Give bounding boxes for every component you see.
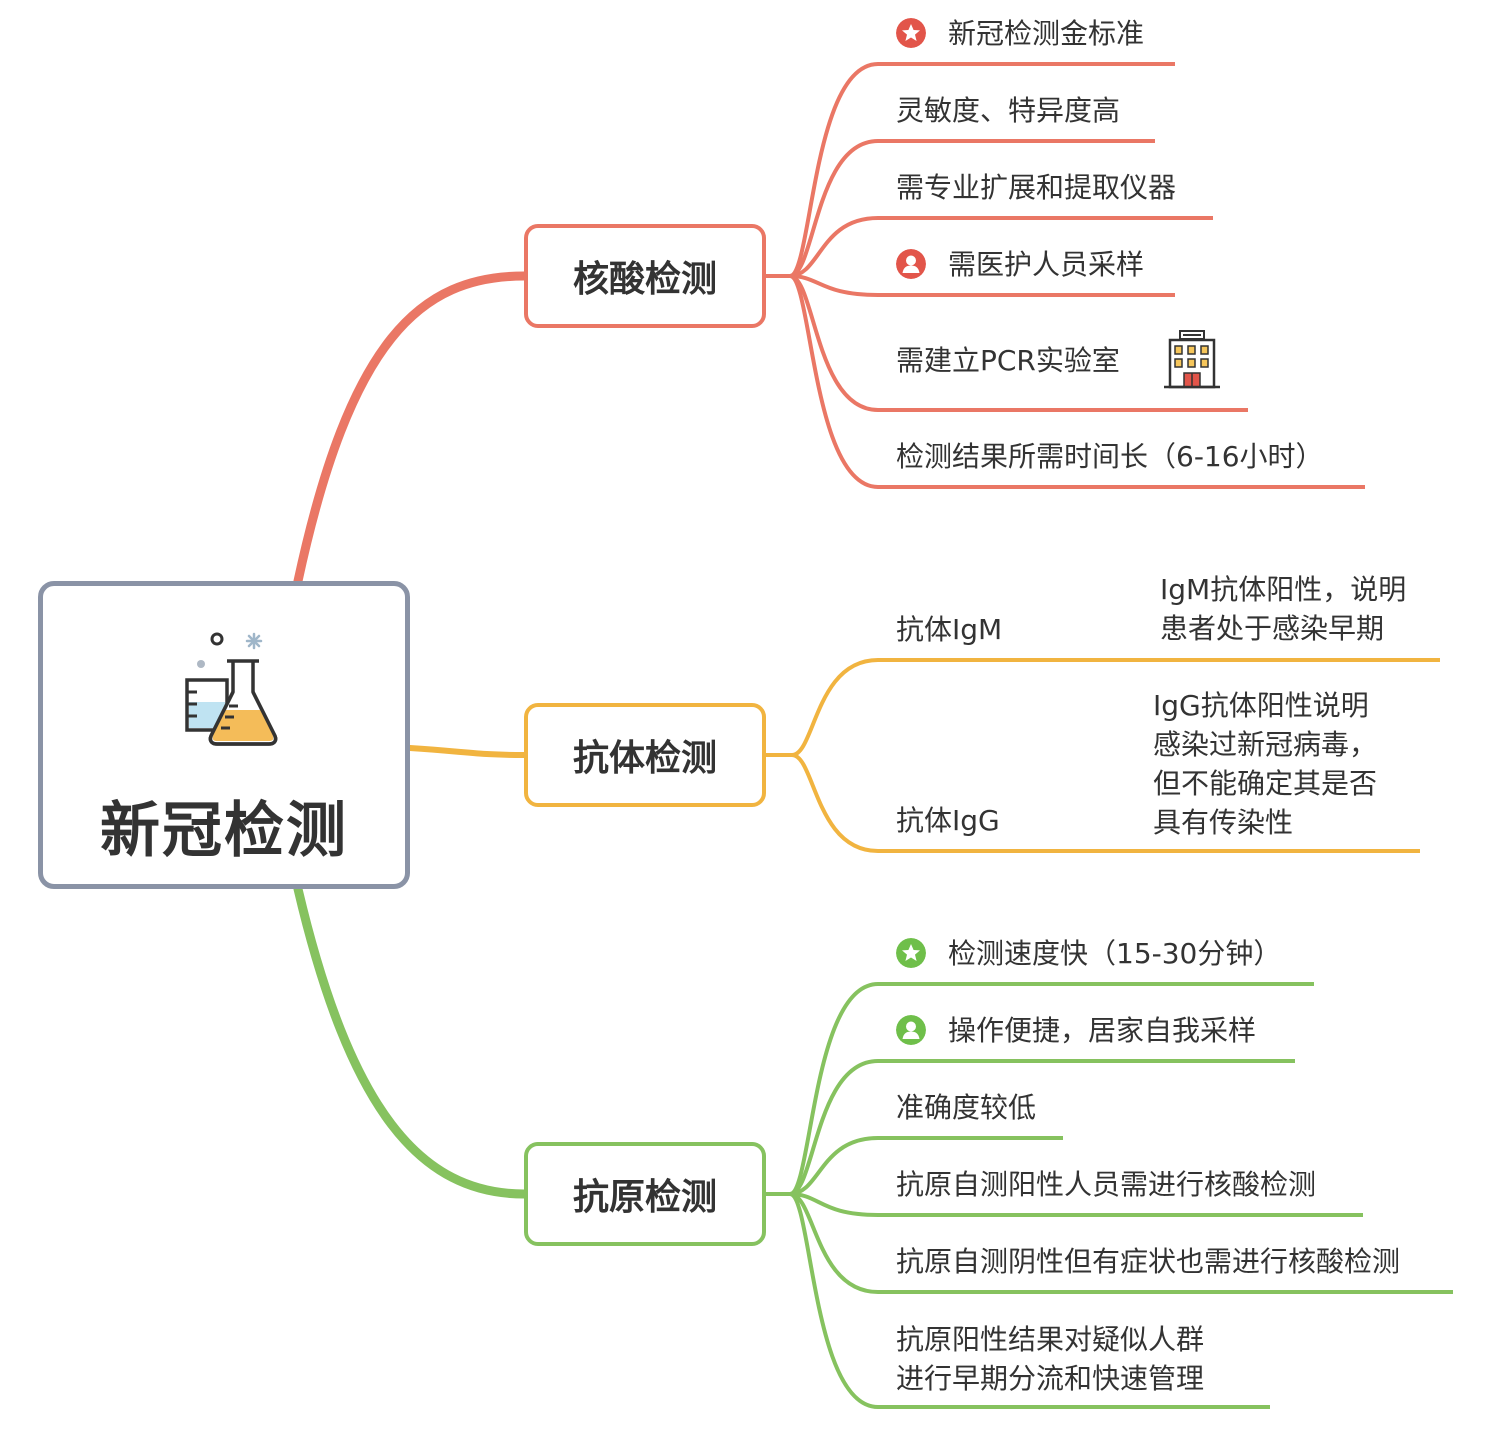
connector-root-antigen	[293, 884, 529, 1199]
leaf-negative-symptoms-nucleic[interactable]: 抗原自测阴性但有症状也需进行核酸检测	[896, 1245, 1401, 1278]
root-node[interactable]: 新冠检测	[38, 581, 410, 889]
leaf-professional-instruments[interactable]: 需专业扩展和提取仪器	[896, 171, 1177, 204]
connectors-antigen	[766, 982, 1453, 1409]
leaf-early-triage-line: 抗原阳性结果对疑似人群	[896, 1323, 1205, 1356]
leaf-home-sampling[interactable]: 操作便捷，居家自我采样	[948, 1014, 1257, 1047]
detail-igg-line: 具有传染性	[1153, 806, 1294, 839]
branch-nucleic-test[interactable]: 核酸检测	[524, 224, 766, 328]
leaf-fast-detection[interactable]: 检测速度快（15-30分钟）	[948, 937, 1282, 970]
connector-root-antibody	[407, 745, 527, 758]
hotel-building-icon	[1164, 330, 1220, 389]
leaf-early-triage[interactable]: 抗原阳性结果对疑似人群 进行早期分流和快速管理	[896, 1320, 1204, 1398]
person-badge-icon	[896, 1015, 926, 1045]
branch-antibody-test[interactable]: 抗体检测	[524, 703, 766, 807]
detail-igm[interactable]: IgM抗体阳性，说明 患者处于感染早期	[1160, 570, 1406, 648]
detail-igg-line: 感染过新冠病毒，	[1153, 728, 1378, 761]
detail-igm-line: IgM抗体阳性，说明	[1160, 573, 1407, 606]
star-badge-icon	[896, 18, 926, 48]
connectors-nucleic	[766, 62, 1365, 489]
connector-root-nucleic	[293, 271, 529, 586]
detail-igg-line: 但不能确定其是否	[1153, 767, 1378, 800]
leaf-medical-staff-sampling[interactable]: 需医护人员采样	[948, 248, 1145, 281]
root-title: 新冠检测	[100, 796, 348, 866]
leaf-positive-needs-nucleic[interactable]: 抗原自测阳性人员需进行核酸检测	[896, 1168, 1317, 1201]
detail-igm-line: 患者处于感染早期	[1160, 612, 1385, 645]
connectors-antibody	[766, 658, 1440, 853]
person-badge-icon	[896, 249, 926, 279]
leaf-gold-standard[interactable]: 新冠检测金标准	[948, 17, 1145, 50]
leaf-lower-accuracy[interactable]: 准确度较低	[896, 1091, 1037, 1124]
leaf-pcr-lab[interactable]: 需建立PCR实验室	[896, 344, 1120, 377]
leaf-antibody-igm[interactable]: 抗体IgM	[896, 613, 1003, 646]
leaf-early-triage-line: 进行早期分流和快速管理	[896, 1362, 1205, 1395]
star-badge-icon	[896, 938, 926, 968]
lab-flask-icon	[185, 632, 278, 746]
leaf-high-sensitivity[interactable]: 灵敏度、特异度高	[896, 94, 1121, 127]
leaf-long-turnaround[interactable]: 检测结果所需时间长（6-16小时）	[896, 440, 1324, 473]
detail-igg-line: IgG抗体阳性说明	[1153, 689, 1369, 722]
branch-antigen-test[interactable]: 抗原检测	[524, 1142, 766, 1246]
leaf-antibody-igg[interactable]: 抗体IgG	[896, 804, 1000, 837]
detail-igg[interactable]: IgG抗体阳性说明 感染过新冠病毒， 但不能确定其是否 具有传染性	[1153, 686, 1377, 842]
